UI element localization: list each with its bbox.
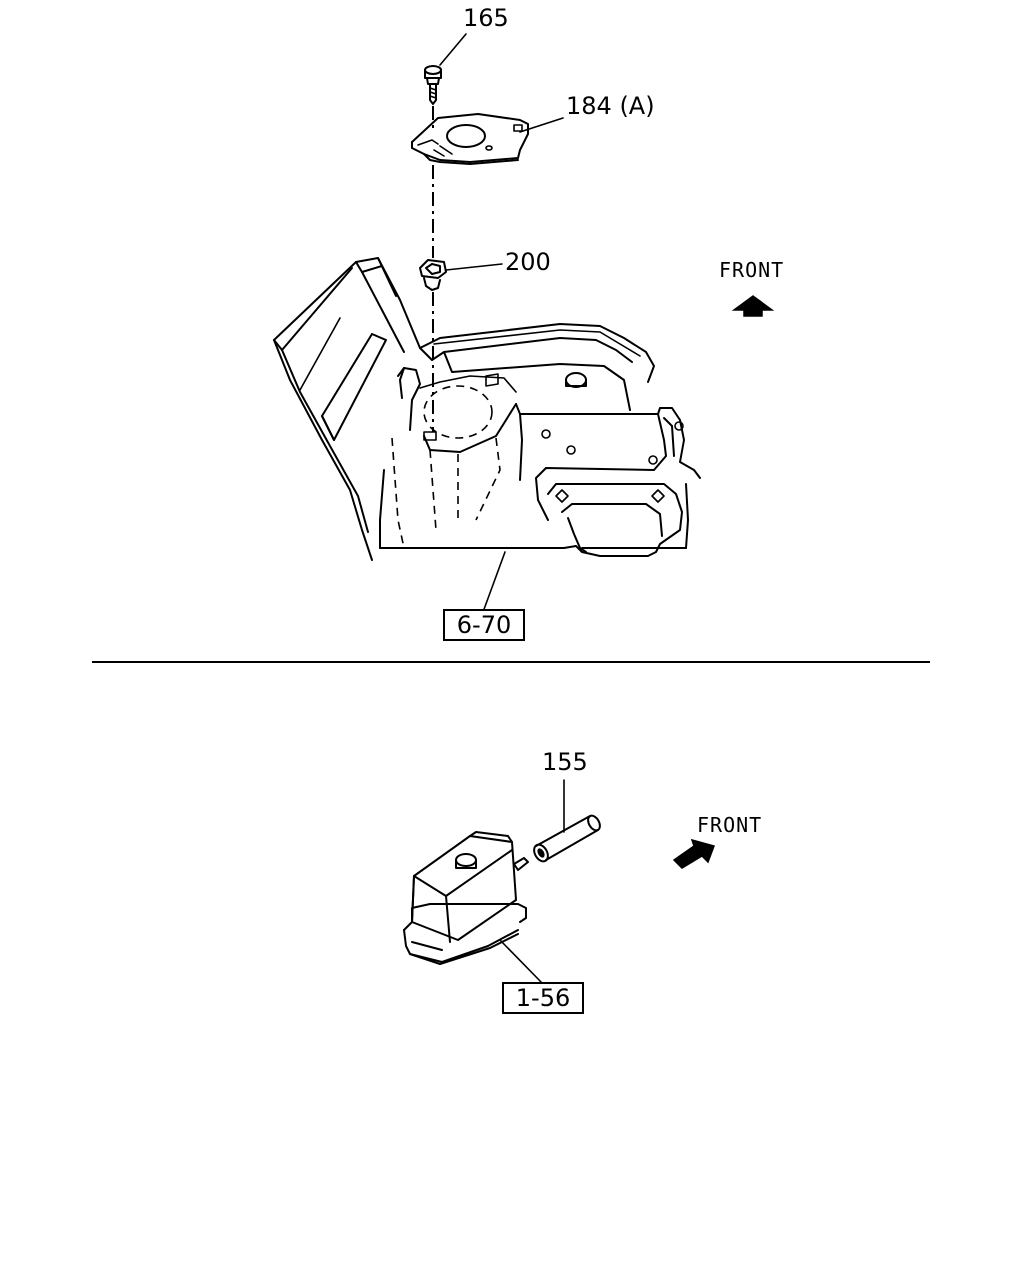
washer-tank-part — [403, 831, 529, 965]
ref-text-6-70: 6-70 — [457, 611, 511, 639]
leader-165 — [439, 33, 467, 66]
ref-box-1-56[interactable] — [502, 982, 584, 1014]
front-label-top: FRONT — [719, 258, 784, 282]
front-arrow-icon — [731, 295, 775, 317]
bolt-part — [424, 65, 442, 105]
leader-184a — [519, 117, 564, 133]
top-assembly-view: 165 184 (A) 200 — [273, 4, 784, 641]
bottom-assembly-view: 155 FRONT — [403, 748, 762, 1014]
bracket-part — [411, 113, 529, 165]
ref-box-6-70[interactable] — [443, 609, 525, 641]
callout-165: 165 — [463, 4, 509, 32]
tube-part — [533, 814, 601, 863]
leader-1-56 — [499, 939, 544, 985]
callout-155: 155 — [542, 748, 588, 776]
ref-text-1-56: 1-56 — [516, 984, 570, 1012]
front-label-bottom: FRONT — [697, 813, 762, 837]
callout-184a: 184 (A) — [566, 92, 655, 120]
front-arrow-icon — [672, 838, 715, 869]
body-panel-part — [273, 257, 701, 561]
leader-6-70 — [482, 551, 506, 613]
callout-200: 200 — [505, 248, 551, 276]
clip-nut-part — [419, 259, 447, 291]
leader-200 — [445, 263, 503, 271]
